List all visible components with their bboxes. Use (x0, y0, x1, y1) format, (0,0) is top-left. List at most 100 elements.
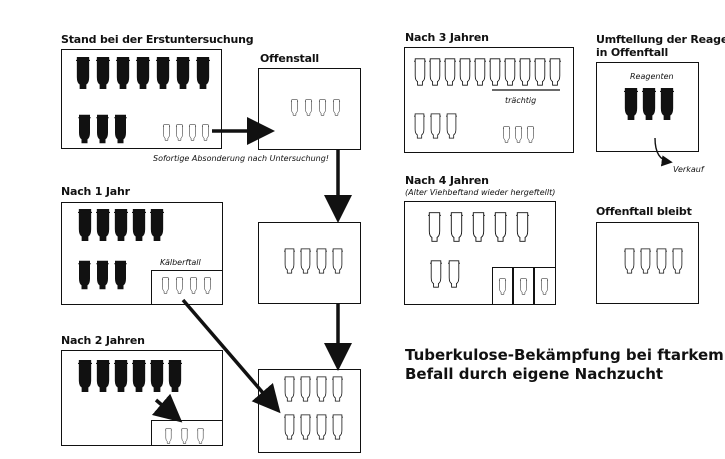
healthy-cow-icon (429, 58, 441, 86)
healthy-cow-icon (414, 58, 426, 86)
reactor-cow-icon (78, 114, 91, 144)
healthy-cow-icon (316, 414, 327, 440)
healthy-cow-icon (519, 278, 528, 295)
healthy-cow-icon (526, 126, 535, 143)
reactor-cow-icon (132, 360, 146, 392)
reactor-cow-icon (96, 209, 110, 241)
label-nach-3-jahren: Nach 3 Jahren (405, 31, 489, 44)
healthy-cow-icon (316, 376, 327, 402)
healthy-cow-icon (446, 113, 457, 139)
reactor-cow-icon (642, 88, 656, 120)
healthy-cow-icon (300, 414, 311, 440)
reactor-cow-icon (136, 57, 150, 89)
healthy-cow-icon (489, 58, 501, 86)
healthy-cow-icon (332, 414, 343, 440)
reactor-cow-icon (660, 88, 674, 120)
healthy-cow-icon (672, 248, 683, 274)
healthy-cow-icon (540, 278, 549, 295)
healthy-cow-icon (516, 212, 529, 242)
healthy-cow-icon (504, 58, 516, 86)
healthy-cow-icon (498, 278, 507, 295)
healthy-cow-icon (165, 428, 172, 444)
reactor-cow-icon (78, 209, 92, 241)
healthy-cow-icon (161, 277, 170, 294)
label-offenstall-bleibt: Offenftall bleibt (596, 205, 692, 218)
title-line-2: Befall durch eigene Nachzucht (405, 365, 664, 383)
healthy-cow-icon (318, 99, 327, 116)
reactor-cow-icon (96, 260, 109, 290)
label-reagenten: Reagenten (630, 72, 674, 81)
healthy-cow-icon (459, 58, 471, 86)
reactor-cow-icon (196, 57, 210, 89)
healthy-cow-icon (519, 58, 531, 86)
healthy-cow-icon (549, 58, 561, 86)
reactor-cow-icon (156, 57, 170, 89)
reactor-cow-icon (96, 360, 110, 392)
healthy-cow-icon (332, 376, 343, 402)
healthy-cow-icon (534, 58, 546, 86)
label-kaelberstall: Kälberftall (160, 258, 201, 267)
label-umstellung-line1: Umftellung der Reagenten (596, 33, 725, 46)
healthy-cow-icon (430, 260, 442, 288)
healthy-cow-icon (624, 248, 635, 274)
reactor-cow-icon (96, 114, 109, 144)
healthy-cow-icon (494, 212, 507, 242)
reactor-cow-icon (176, 57, 190, 89)
label-nach-4-jahren: Nach 4 Jahren (405, 174, 489, 187)
healthy-cow-icon (201, 124, 210, 141)
healthy-cow-icon (414, 113, 425, 139)
healthy-cow-icon (502, 126, 511, 143)
healthy-cow-icon (316, 248, 327, 274)
arrow-to-kaelberstall-2 (151, 393, 183, 423)
reactor-cow-icon (114, 360, 128, 392)
reactor-cow-icon (78, 360, 92, 392)
healthy-cow-icon (656, 248, 667, 274)
reactor-cow-icon (150, 209, 164, 241)
reactor-cow-icon (150, 360, 164, 392)
healthy-cow-icon (472, 212, 485, 242)
healthy-cow-icon (290, 99, 299, 116)
title-line-1: Tuberkulose-Bekämpfung bei ftarkem (405, 346, 724, 364)
label-verkauf: Verkauf (673, 165, 704, 174)
reactor-cow-icon (76, 57, 90, 89)
healthy-cow-icon (304, 99, 313, 116)
reactor-cow-icon (78, 260, 91, 290)
healthy-cow-icon (188, 124, 197, 141)
reactor-cow-icon (114, 260, 127, 290)
diagram-title: Tuberkulose-Bekämpfung bei ftarkem Befal… (405, 346, 724, 384)
healthy-cow-icon (284, 248, 295, 274)
note-nach-4-sub: (Alter Viehbeftand wieder hergeftellt) (405, 188, 556, 197)
reactor-cow-icon (116, 57, 130, 89)
healthy-cow-icon (284, 376, 295, 402)
label-stand: Stand bei der Erstuntersuchung (61, 33, 254, 46)
healthy-cow-icon (175, 124, 184, 141)
healthy-cow-icon (428, 212, 441, 242)
healthy-cow-icon (203, 277, 212, 294)
healthy-cow-icon (284, 414, 295, 440)
pen-divider (533, 267, 535, 305)
pen-divider (512, 267, 514, 305)
label-umstellung-line2: in Offenftall (596, 46, 669, 59)
healthy-cow-icon (181, 428, 188, 444)
reactor-cow-icon (114, 209, 128, 241)
healthy-cow-icon (300, 376, 311, 402)
arrow-verkauf (654, 137, 673, 167)
healthy-cow-icon (189, 277, 198, 294)
healthy-cow-icon (300, 248, 311, 274)
arrow-kaelberstall-to-offenstall (181, 298, 281, 414)
healthy-cow-icon (332, 99, 341, 116)
healthy-cow-icon (175, 277, 184, 294)
reactor-cow-icon (114, 114, 127, 144)
healthy-cow-icon (514, 126, 523, 143)
reactor-cow-icon (96, 57, 110, 89)
healthy-cow-icon (444, 58, 456, 86)
healthy-cow-icon (640, 248, 651, 274)
label-offenstall: Offenstall (260, 52, 319, 65)
label-traechtig: trächtig (505, 96, 537, 105)
reactor-cow-icon (624, 88, 638, 120)
healthy-cow-icon (448, 260, 460, 288)
healthy-cow-icon (162, 124, 171, 141)
healthy-cow-icon (197, 428, 204, 444)
healthy-cow-icon (430, 113, 441, 139)
healthy-cow-icon (332, 248, 343, 274)
